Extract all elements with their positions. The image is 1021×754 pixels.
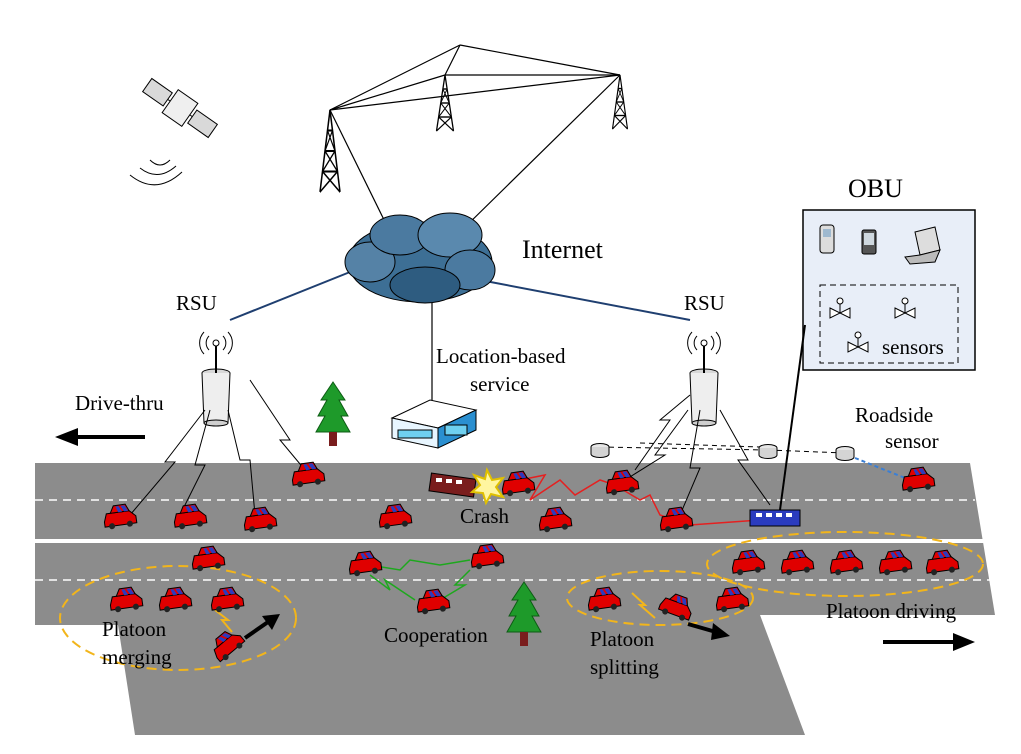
sensor-icon [835, 446, 855, 461]
phone-icon [819, 224, 835, 254]
platoon-driving-label: Platoon driving [826, 599, 957, 623]
sensors-label: sensors [882, 335, 944, 359]
platoon-splitting-label-line1: Platoon [590, 627, 655, 651]
location-service-label-line2: service [470, 372, 529, 396]
rsu-tower-icon [198, 331, 234, 427]
sensor-link-blue [854, 457, 906, 479]
platoon-merging-label-line2: merging [102, 645, 172, 669]
arrow-icon [243, 614, 280, 640]
platoon-splitting-zone [566, 570, 754, 626]
arrow-icon [883, 633, 975, 651]
rsu-right-label: RSU [684, 291, 725, 315]
cloud-icon [344, 212, 496, 304]
sensor-links [599, 442, 846, 454]
platoon-splitting-label-line2: splitting [590, 655, 659, 679]
platoon-merging-zone [59, 565, 297, 671]
backbone-links [229, 269, 691, 405]
roadside-sensor-label-line1: Roadside [855, 403, 933, 427]
platoon-driving-zone [706, 531, 984, 597]
arrow-icon [55, 428, 145, 446]
cell-tower-icon [318, 108, 342, 194]
laptop-icon [904, 226, 941, 265]
roadside-sensor-label-line2: sensor [885, 429, 939, 453]
wireless-links [129, 379, 771, 516]
sensor-icon [758, 444, 778, 459]
crashed-vehicle-icon [428, 472, 477, 498]
location-service-label-line1: Location-based [436, 344, 566, 368]
cellular-mesh [329, 44, 621, 233]
cell-tower-icon [611, 73, 629, 131]
rsu-tower-icon [686, 331, 722, 427]
obu-panel [802, 209, 976, 371]
obu-label: OBU [848, 174, 903, 203]
rsu-left-label: RSU [176, 291, 217, 315]
split-link [631, 592, 656, 619]
cooperation-links [369, 559, 471, 601]
sensor-icon [590, 443, 610, 458]
obu-connector [779, 324, 806, 511]
cooperation-label: Cooperation [384, 623, 488, 647]
tree-icon [315, 381, 351, 447]
satellite-icon [141, 77, 219, 139]
server-building-icon [390, 399, 478, 449]
satellite-signal [129, 159, 183, 186]
arrow-icon [687, 622, 730, 640]
drive-thru-label: Drive-thru [75, 391, 164, 415]
internet-label: Internet [522, 235, 604, 264]
roadside-unit-icon [749, 509, 801, 527]
crash-label: Crash [460, 504, 509, 528]
crash-star-icon [469, 467, 506, 506]
merge-link [214, 609, 233, 633]
platoon-merging-label-line1: Platoon [102, 617, 167, 641]
pda-icon [861, 229, 877, 255]
cell-tower-icon [435, 73, 455, 133]
